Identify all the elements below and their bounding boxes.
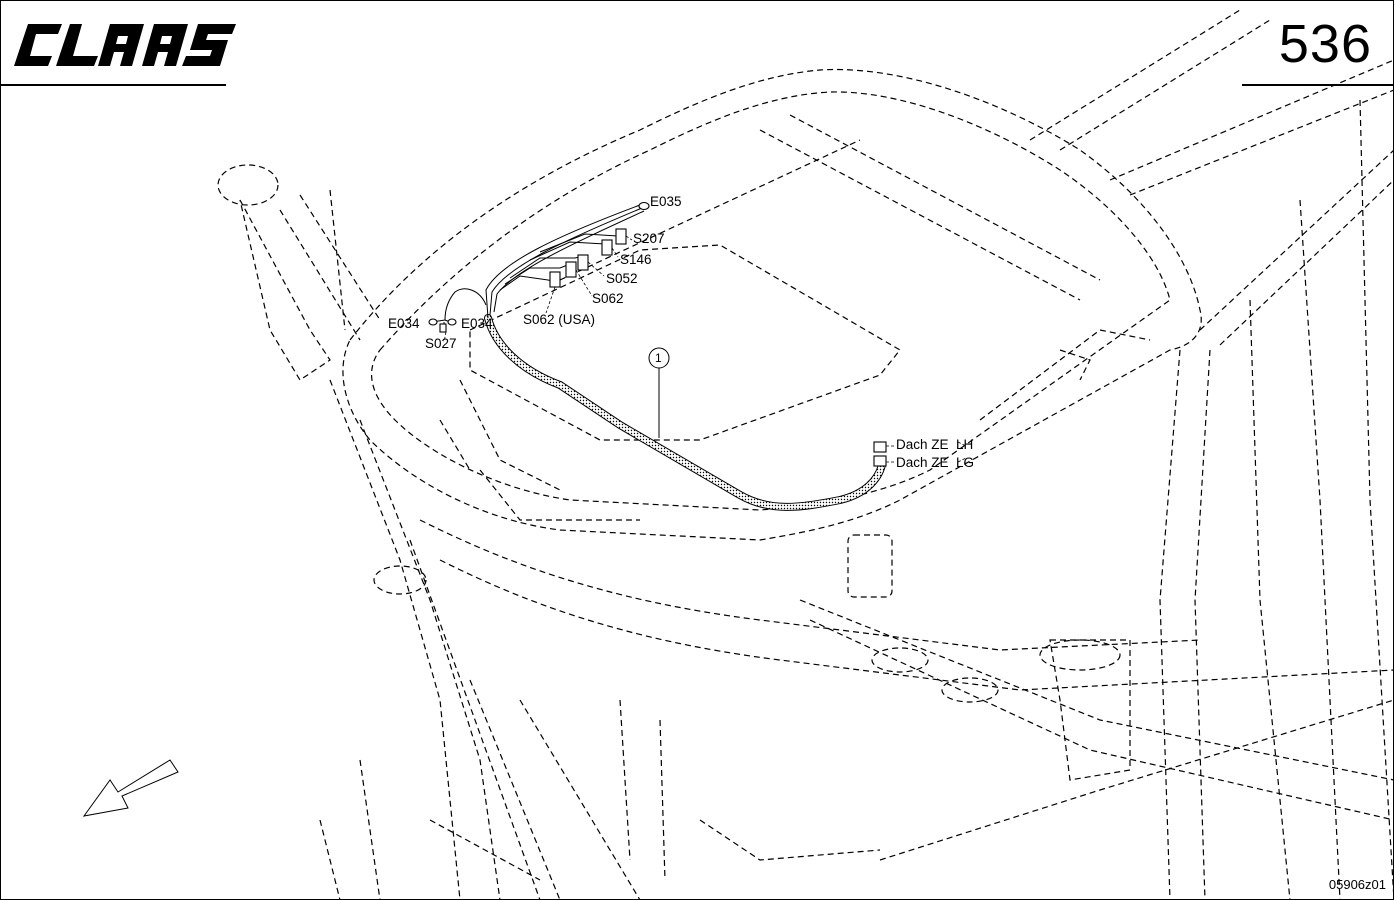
header-rule-left	[0, 84, 226, 86]
leader-lines	[443, 235, 967, 463]
callout-number: 1	[655, 351, 662, 365]
label-dach-ze-lh: Dach ZE LH	[896, 437, 974, 452]
header-rule-right	[1242, 84, 1394, 86]
arrow-down-left-icon	[82, 759, 179, 817]
label-s052: S052	[606, 271, 638, 286]
label-s062-usa: S062 (USA)	[523, 312, 596, 327]
callout-1	[648, 347, 670, 438]
label-s146: S146	[620, 252, 652, 267]
label-e035: E035	[650, 194, 682, 209]
label-s062: S062	[592, 291, 624, 306]
label-dach-ze-lg: Dach ZE LG	[896, 455, 975, 470]
page-number: 536	[1278, 14, 1372, 74]
claas-logo	[14, 24, 236, 66]
roof-harness	[484, 314, 886, 511]
cab-outline	[217, 9, 1394, 900]
label-e034-left: E034	[388, 316, 420, 331]
label-e034-right: E034	[461, 316, 493, 331]
connectors	[428, 201, 887, 467]
label-s207: S207	[633, 231, 665, 246]
label-s027: S027	[425, 336, 457, 351]
drawing-id: 05906z01	[1328, 877, 1386, 892]
